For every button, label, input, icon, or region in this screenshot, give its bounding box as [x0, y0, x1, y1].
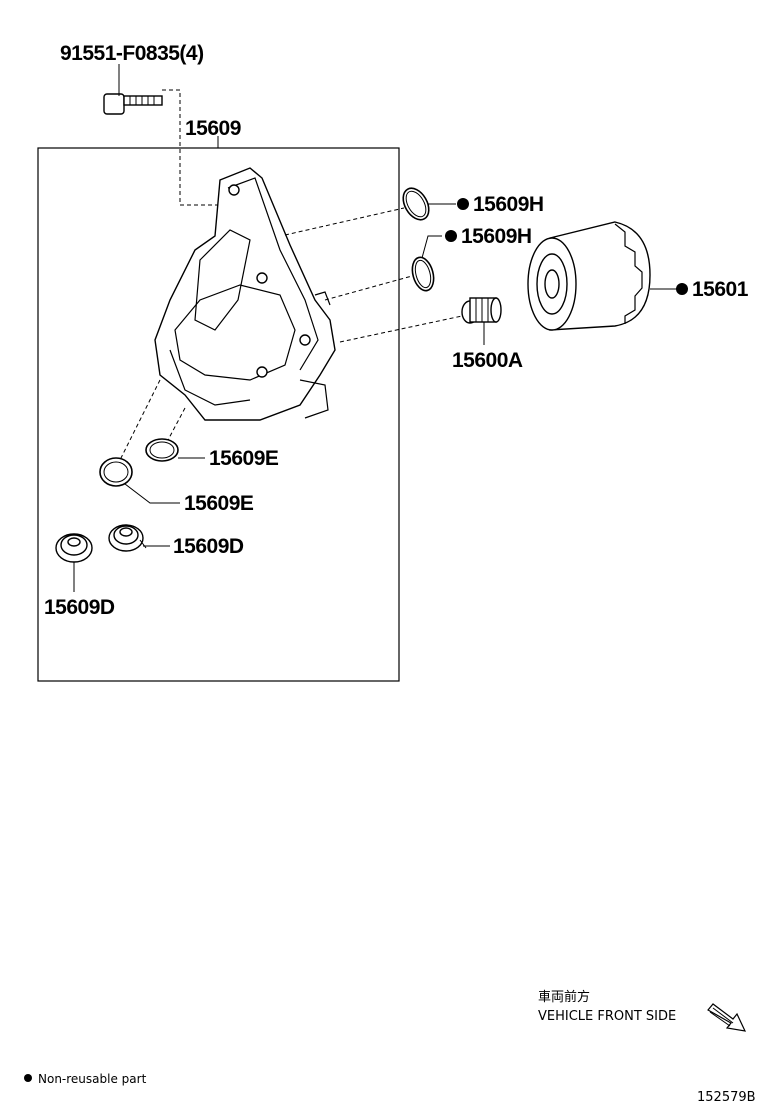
legend-text: Non-reusable part [38, 1072, 147, 1086]
plug-right-drawing [108, 524, 147, 552]
diagram-id: 152579B [697, 1090, 756, 1105]
bolt-dash-path [162, 89, 222, 206]
filter-housing-drawing [154, 167, 336, 421]
label-plug-left: 15609D [44, 596, 115, 619]
union-dash [339, 315, 463, 343]
gasket-right-drawing [145, 438, 179, 462]
label-gasket-right: 15609E [209, 447, 279, 470]
oring-upper-drawing [402, 187, 430, 221]
label-bolt: 91551-F0835(4) [60, 42, 204, 65]
front-direction-arrow-icon [707, 1003, 747, 1032]
bolt-drawing [103, 93, 163, 115]
nonreusable-legend-dot [24, 1074, 32, 1082]
oring-lower-leader [421, 235, 442, 259]
label-union: 15600A [452, 349, 523, 372]
nonreusable-marker-oring-upper [457, 198, 469, 210]
label-oring-lower: 15609H [461, 225, 532, 248]
gasket-left-dash [119, 379, 161, 461]
gasket-right-dash [167, 407, 186, 441]
gasket-left-drawing [99, 457, 133, 487]
oil-filter-drawing [527, 221, 651, 331]
direction-en: VEHICLE FRONT SIDE [538, 1009, 676, 1024]
direction-jp: 車両前方 [538, 989, 590, 1005]
oring-lower-drawing [411, 256, 435, 292]
label-gasket-left: 15609E [184, 492, 254, 515]
label-housing: 15609 [185, 117, 241, 140]
label-plug-right: 15609D [173, 535, 244, 558]
oring-upper-dash [284, 207, 405, 236]
gasket-left-leader [124, 483, 180, 504]
plug-left-drawing [55, 533, 93, 563]
label-oring-upper: 15609H [473, 193, 544, 216]
nonreusable-marker-filter [676, 283, 688, 295]
union-drawing [461, 297, 502, 324]
oring-lower-dash [324, 275, 413, 301]
nonreusable-marker-oring-lower [445, 230, 457, 242]
label-filter: 15601 [692, 278, 749, 301]
